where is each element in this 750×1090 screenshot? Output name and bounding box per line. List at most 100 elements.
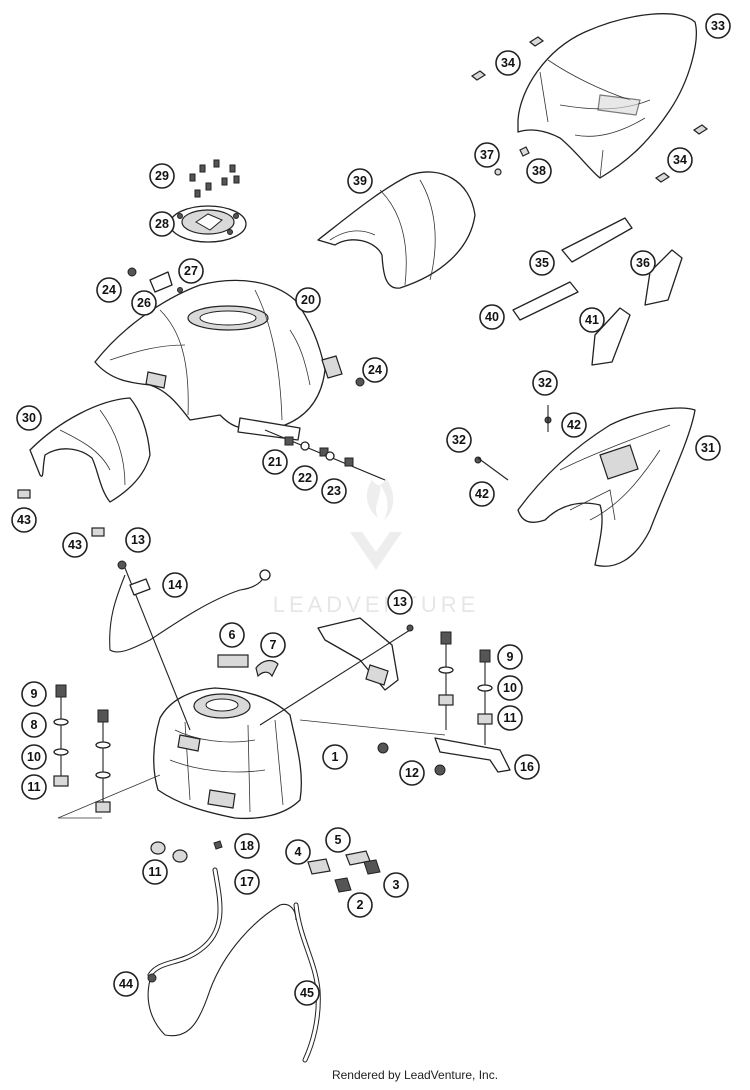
callout-35: 35 [529,250,555,276]
svg-text:36: 36 [636,256,650,270]
svg-text:28: 28 [155,217,169,231]
callout-39: 39 [347,168,373,194]
svg-text:21: 21 [268,455,282,469]
watermark-text: LEADVENTURE [273,592,480,617]
right-mounting-hardware [299,631,511,776]
callout-13-left: 13 [125,527,151,553]
fuel-tank [153,687,303,820]
svg-text:34: 34 [673,153,687,167]
cover-fasteners [264,429,386,481]
callout-8: 8 [21,712,47,738]
callout-3: 3 [383,872,409,898]
fuel-cap-screws [189,159,240,198]
svg-text:11: 11 [148,865,161,879]
svg-text:5: 5 [335,833,342,847]
callout-24-left: 24 [96,277,122,303]
svg-text:45: 45 [300,986,314,1000]
pump-bracket [259,617,414,726]
svg-text:32: 32 [452,433,466,447]
callout-18: 18 [234,833,260,859]
svg-text:10: 10 [503,681,517,695]
callout-33: 33 [705,13,731,39]
svg-text:42: 42 [475,487,489,501]
svg-text:31: 31 [701,441,715,455]
tank-cover [94,279,343,441]
svg-text:38: 38 [532,164,546,178]
callout-5: 5 [325,827,351,853]
callout-42-left: 42 [469,481,495,507]
callout-40: 40 [479,304,505,330]
rear-frame [474,405,696,567]
callout-42-right: 42 [561,412,587,438]
vent-line [109,560,271,731]
rear-seat [517,13,697,179]
callout-10-left: 10 [21,744,47,770]
svg-text:11: 11 [27,780,40,794]
callout-44: 44 [113,971,139,997]
tank-cover-bracket [127,267,365,387]
callout-26: 26 [131,290,157,316]
footer-credit: Rendered by LeadVenture, Inc. [0,1068,750,1082]
svg-text:10: 10 [27,750,41,764]
seat-clips [470,36,709,183]
callout-17: 17 [234,869,260,895]
callout-16: 16 [514,754,540,780]
svg-text:40: 40 [485,310,499,324]
callout-14: 14 [162,572,188,598]
callout-28: 28 [149,211,175,237]
svg-text:13: 13 [131,533,145,547]
svg-text:24: 24 [368,363,382,377]
svg-text:18: 18 [240,839,254,853]
svg-text:26: 26 [137,296,151,310]
callout-24-right: 24 [362,357,388,383]
callout-41: 41 [579,307,605,333]
callout-9-right: 9 [497,644,523,670]
callout-29: 29 [149,163,175,189]
callout-30: 30 [16,405,42,431]
svg-text:24: 24 [102,283,116,297]
callout-11-left: 11 [21,774,47,800]
lower-small-parts [150,840,381,893]
svg-text:35: 35 [535,256,549,270]
callout-13-right: 13 [387,589,413,615]
front-cover [29,397,151,503]
callout-32-left: 32 [446,427,472,453]
callout-21: 21 [262,449,288,475]
svg-text:41: 41 [585,313,599,327]
callout-31: 31 [695,435,721,461]
svg-text:32: 32 [538,376,552,390]
callout-37: 37 [474,142,500,168]
svg-text:9: 9 [31,687,38,701]
svg-text:30: 30 [22,411,36,425]
svg-text:34: 34 [501,56,515,70]
left-mounting-hardware [53,684,161,819]
callout-22: 22 [292,465,318,491]
svg-text:9: 9 [507,650,514,664]
svg-text:11: 11 [503,711,516,725]
callout-45: 45 [294,980,320,1006]
callout-9-left: 9 [21,681,47,707]
callout-38: 38 [526,158,552,184]
footer-credit-text: Rendered by LeadVenture, Inc. [331,1068,499,1082]
svg-text:3: 3 [393,878,400,892]
svg-text:12: 12 [405,766,419,780]
callout-12: 12 [399,760,425,786]
callout-20: 20 [295,287,321,313]
trim-parts [512,217,683,366]
svg-text:42: 42 [567,418,581,432]
callout-7: 7 [260,632,286,658]
svg-text:6: 6 [229,628,236,642]
callout-34-right: 34 [667,147,693,173]
svg-text:27: 27 [184,264,198,278]
svg-text:14: 14 [168,578,182,592]
callout-43-left: 43 [11,507,37,533]
watermark: LEADVENTURE [273,478,480,617]
svg-text:44: 44 [119,977,133,991]
svg-text:16: 16 [520,760,534,774]
svg-text:7: 7 [270,638,277,652]
svg-text:43: 43 [68,538,82,552]
svg-text:13: 13 [393,595,407,609]
svg-text:8: 8 [31,718,38,732]
svg-text:17: 17 [240,875,254,889]
